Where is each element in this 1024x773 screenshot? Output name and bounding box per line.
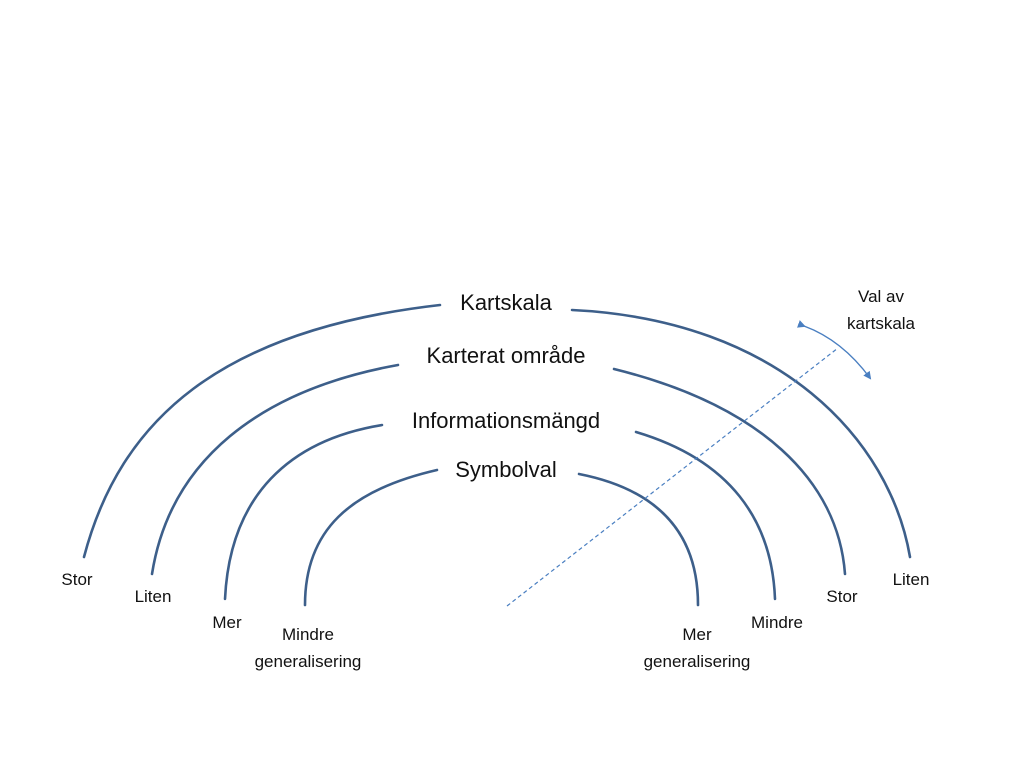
left-label-symbolval-line1: Mindre bbox=[282, 625, 334, 644]
arc-informationsmangd-right bbox=[634, 430, 777, 601]
arc-title-informationsmangd: Informationsmängd bbox=[412, 408, 600, 433]
right-label-symbolval-line1: Mer bbox=[682, 625, 712, 644]
arc-title-kartskala: Kartskala bbox=[460, 290, 552, 315]
arc-informationsmangd-left bbox=[223, 423, 384, 601]
scale-selector-label-line1: Val av bbox=[858, 287, 904, 306]
right-label-karterat-omrade: Stor bbox=[826, 587, 858, 606]
arc-symbolval-right bbox=[577, 472, 700, 607]
arc-group-symbolval: Symbolval Mindre generalisering Mer gene… bbox=[255, 457, 751, 671]
arc-group-informationsmangd: Informationsmängd Mer Mindre bbox=[212, 408, 803, 632]
arc-kartskala-left bbox=[82, 303, 442, 559]
left-label-informationsmangd: Mer bbox=[212, 613, 242, 632]
arc-kartskala-right bbox=[570, 308, 912, 559]
right-label-informationsmangd: Mindre bbox=[751, 613, 803, 632]
arc-group-karterat-omrade: Karterat område Liten Stor bbox=[135, 343, 858, 606]
arc-symbolval-left bbox=[303, 468, 439, 607]
left-label-kartskala: Stor bbox=[61, 570, 93, 589]
scale-selector: Val av kartskala bbox=[506, 287, 916, 607]
arc-karterat-omrade-right bbox=[612, 367, 847, 576]
left-label-symbolval-line2: generalisering bbox=[255, 652, 362, 671]
double-arrow-icon bbox=[796, 320, 872, 380]
right-label-symbolval-line2: generalisering bbox=[644, 652, 751, 671]
arc-title-karterat-omrade: Karterat område bbox=[427, 343, 586, 368]
scale-selector-label-line2: kartskala bbox=[847, 314, 916, 333]
arc-group-kartskala: Kartskala Stor Liten bbox=[61, 290, 929, 589]
arc-title-symbolval: Symbolval bbox=[455, 457, 556, 482]
arc-karterat-omrade-left bbox=[150, 363, 400, 576]
right-label-kartskala: Liten bbox=[893, 570, 930, 589]
left-label-karterat-omrade: Liten bbox=[135, 587, 172, 606]
